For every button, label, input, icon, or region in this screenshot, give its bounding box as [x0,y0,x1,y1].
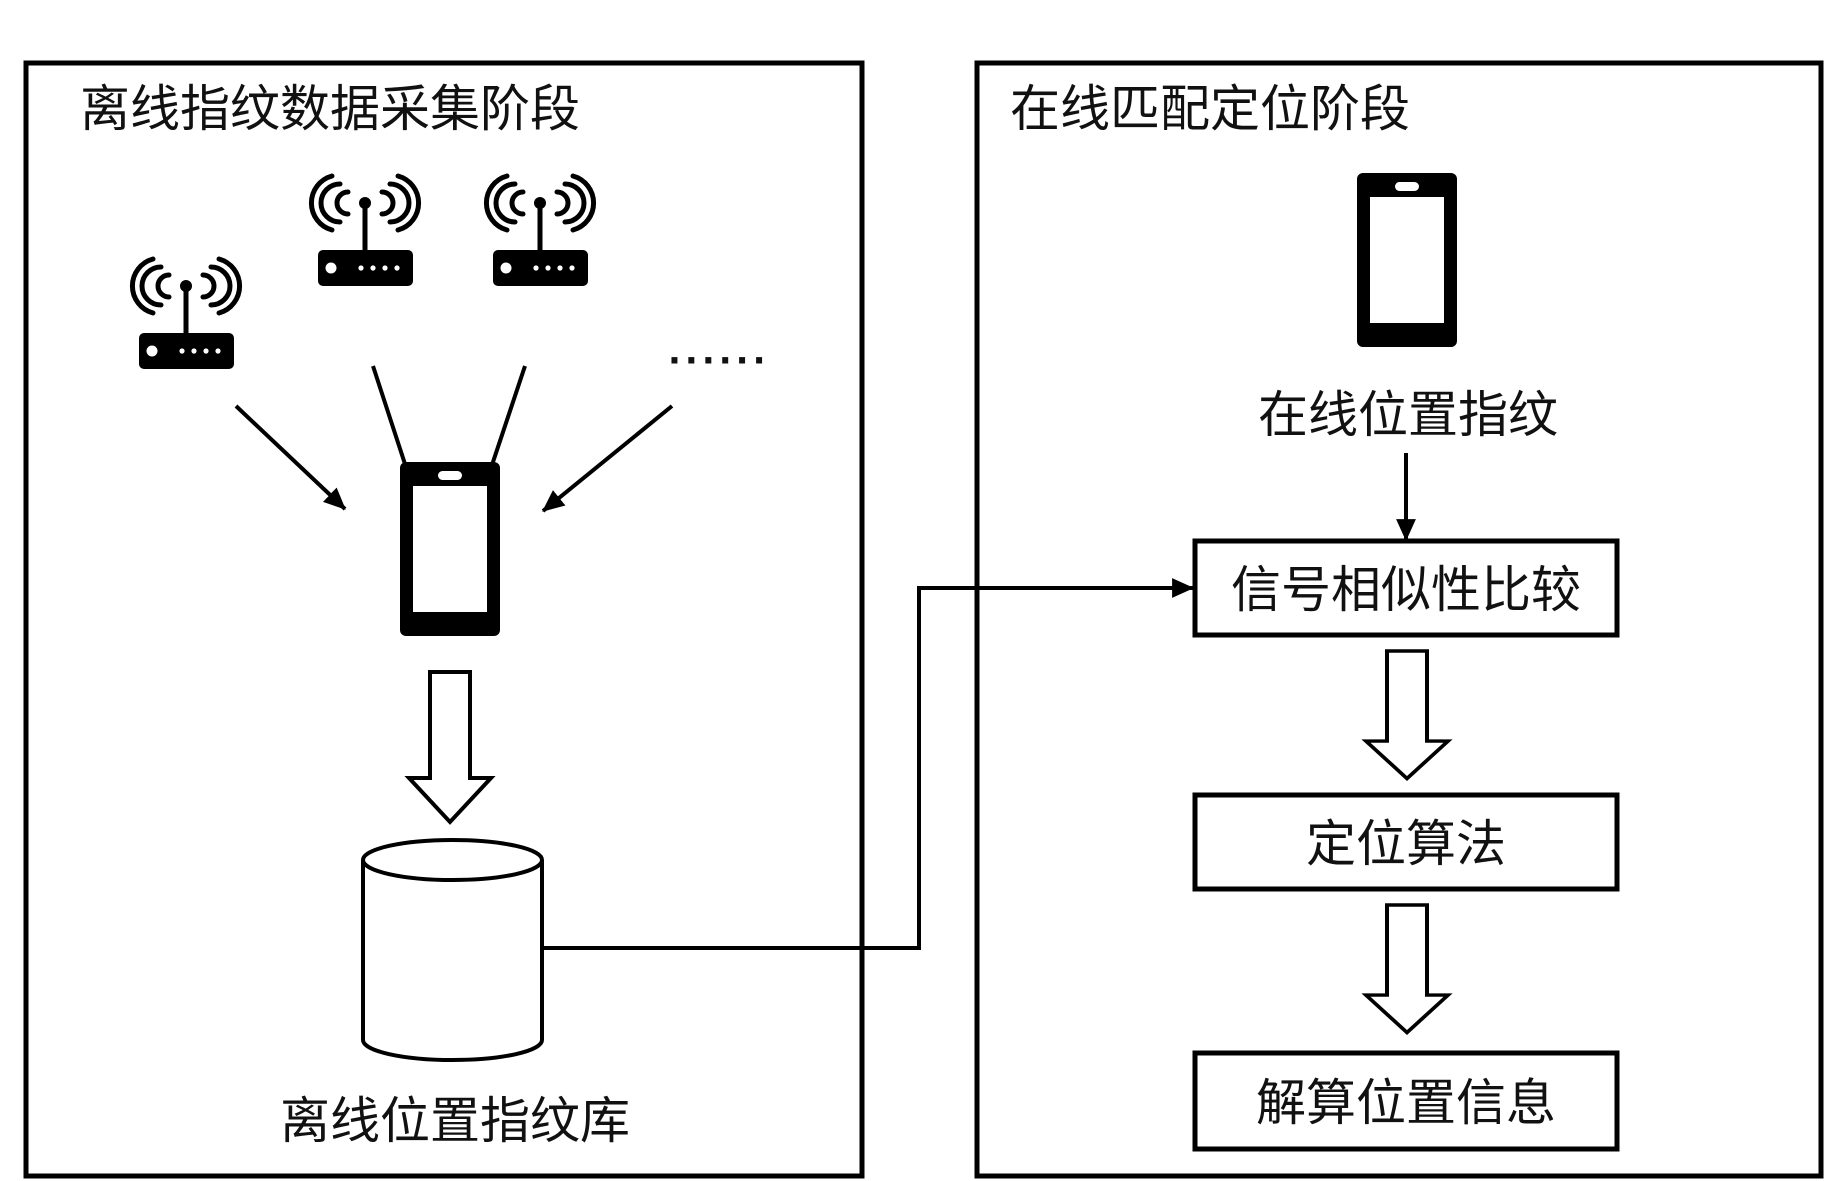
wifi-router-icon [486,176,593,286]
wifi-router-icon [132,259,239,369]
online-panel-title: 在线匹配定位阶段 [1010,80,1410,138]
signal-arrow [234,404,347,511]
offline-panel-title: 离线指纹数据采集阶段 [80,80,580,138]
step-label: 信号相似性比较 [1231,561,1581,619]
step-label: 定位算法 [1306,815,1506,873]
online-panel: 在线匹配定位阶段 在线位置指纹 信号相似性比较 定位算法 解算位置信息 [974,60,1824,1179]
more-access-points-ellipsis: ······ [668,341,770,381]
offline-panel: 离线指纹数据采集阶段 ······ 离线位置指纹库 [23,60,865,1179]
smartphone-icon [400,462,500,636]
online-fingerprint-label: 在线位置指纹 [1258,386,1558,444]
database-to-comparison-connector [542,578,1195,950]
hollow-down-arrow [1364,649,1450,781]
hollow-down-arrow [407,670,493,824]
offline-fingerprint-db-label: 离线位置指纹库 [280,1092,630,1150]
step-box-signal-comparison: 信号相似性比较 [1192,538,1620,638]
online-panel-border [974,60,1824,1179]
database-icon [361,838,544,1062]
smartphone-icon [1357,173,1457,347]
step-label: 解算位置信息 [1256,1074,1556,1132]
offline-panel-border [23,60,865,1179]
step-box-positioning-algorithm: 定位算法 [1192,792,1620,892]
hollow-down-arrow [1364,903,1450,1035]
wifi-router-icon [311,176,418,286]
signal-arrow [541,404,674,513]
step-box-solve-position: 解算位置信息 [1192,1050,1620,1152]
